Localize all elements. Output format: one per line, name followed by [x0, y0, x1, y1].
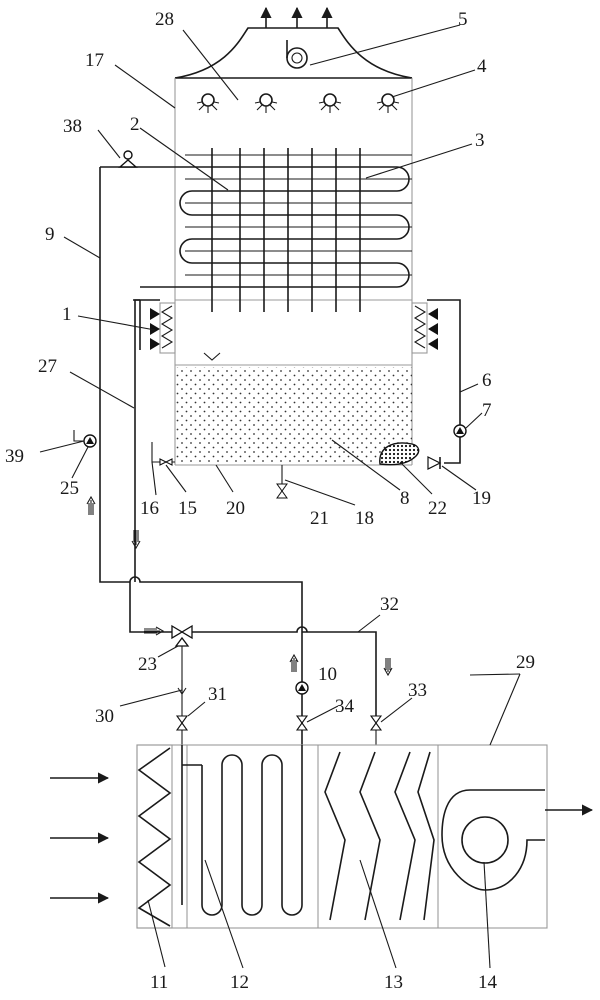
label-28: 28: [155, 9, 174, 30]
label-9: 9: [45, 224, 55, 245]
label-18: 18: [355, 508, 374, 529]
label-31: 31: [208, 684, 227, 705]
spray-nozzle-icon: [376, 93, 400, 113]
supply-fan-14: [441, 789, 545, 891]
label-39: 39: [5, 446, 24, 467]
label-25: 25: [60, 478, 79, 499]
spray-nozzle-icon: [254, 93, 278, 113]
label-32: 32: [380, 594, 399, 615]
label-2: 2: [130, 114, 140, 135]
exhaust-hood: [174, 27, 413, 79]
eliminator-13: [324, 751, 435, 921]
label-12: 12: [230, 972, 249, 993]
valve-38-icon: [118, 150, 138, 168]
pump-25-icon: [83, 434, 97, 448]
left-air-inlet: [150, 302, 176, 354]
leader-lines: [39, 24, 521, 969]
pump-7-icon: [453, 424, 467, 438]
label-14: 14: [478, 972, 498, 993]
valve-33-icon: [369, 715, 383, 731]
filter-11: [137, 747, 172, 927]
fin-grid: [185, 148, 412, 312]
label-19: 19: [472, 488, 491, 509]
label-10: 10: [318, 664, 337, 685]
label-30: 30: [95, 706, 114, 727]
label-34: 34: [335, 696, 355, 717]
label-3: 3: [475, 130, 485, 151]
piping: [73, 150, 467, 745]
label-17: 17: [85, 50, 104, 71]
label-38: 38: [63, 116, 82, 137]
label-1: 1: [62, 304, 72, 325]
three-way-valve-23-icon: [171, 624, 193, 647]
label-33: 33: [408, 680, 427, 701]
check-valve-19-icon: [427, 456, 442, 470]
coil-12: [181, 745, 303, 916]
cooling-tower: [100, 6, 438, 466]
label-21: 21: [310, 508, 329, 529]
label-13: 13: [384, 972, 403, 993]
reference-labels: 28 5 17 4 2 3 38 9 1 27 6 7 39 25 16 15 …: [5, 9, 535, 993]
spray-nozzle-icon: [318, 93, 342, 113]
label-5: 5: [458, 9, 468, 30]
spray-nozzle-icon: [196, 93, 220, 113]
valve-15-icon: [159, 458, 173, 466]
label-29: 29: [516, 652, 535, 673]
label-6: 6: [482, 370, 492, 391]
label-16: 16: [140, 498, 159, 519]
label-11: 11: [150, 972, 168, 993]
valve-31-icon: [175, 715, 189, 731]
valve-34-icon: [295, 715, 309, 731]
label-7: 7: [482, 400, 492, 421]
label-27: 27: [38, 356, 57, 377]
label-22: 22: [428, 498, 447, 519]
fill-media: [175, 367, 412, 463]
exhaust-arrows: [260, 6, 333, 28]
spray-nozzles: [196, 93, 400, 113]
label-20: 20: [226, 498, 245, 519]
right-air-inlet: [411, 302, 438, 354]
label-15: 15: [178, 498, 197, 519]
label-8: 8: [400, 488, 410, 509]
exhaust-fan-icon: [286, 47, 308, 69]
valve-21-icon: [276, 483, 288, 499]
pump-10-icon: [295, 681, 309, 695]
label-23: 23: [138, 654, 157, 675]
air-handling-unit: [50, 744, 594, 929]
label-4: 4: [477, 56, 487, 77]
